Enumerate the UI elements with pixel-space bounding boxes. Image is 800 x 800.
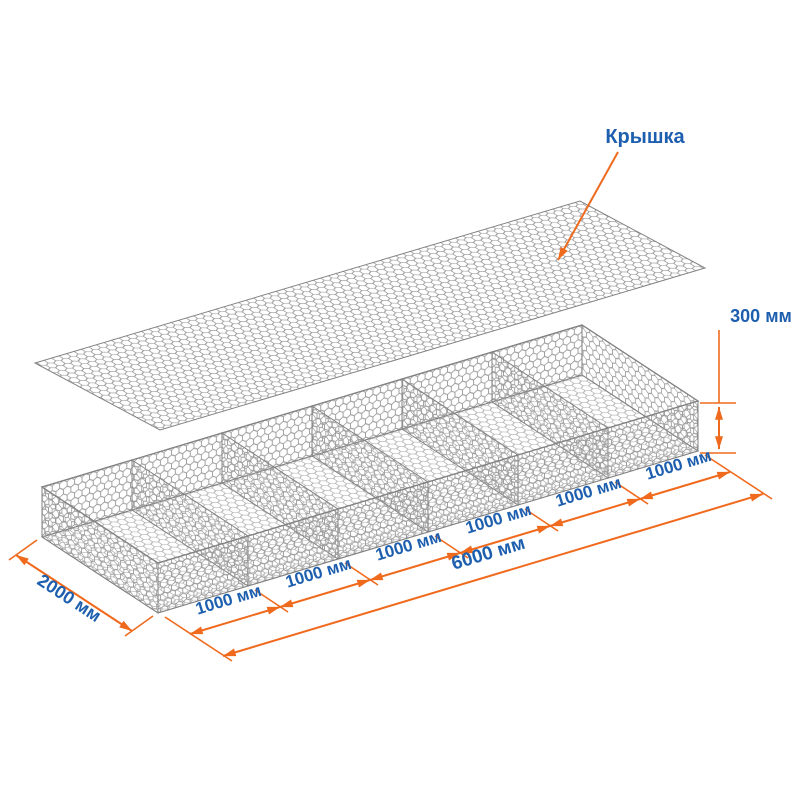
width-arrow — [15, 554, 133, 632]
width-extension — [124, 615, 154, 637]
chain-extension — [164, 616, 233, 662]
chain-extension — [704, 454, 773, 500]
height-dimension: 300 мм — [700, 306, 792, 454]
lid-group — [33, 200, 707, 431]
lid-callout-arrow — [557, 151, 619, 261]
width-label: 2000 мм — [34, 570, 105, 626]
box-top-rim — [40, 324, 700, 564]
width-extension — [8, 539, 38, 561]
length-arrow — [222, 493, 764, 657]
lid-mesh-panel — [33, 200, 707, 431]
height-label: 300 мм — [730, 306, 792, 326]
lid-label: Крышка — [605, 126, 685, 148]
